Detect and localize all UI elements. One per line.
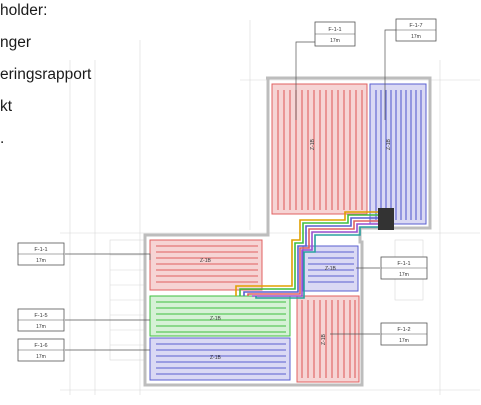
tag-3-length: 17m <box>36 258 46 264</box>
tag-7-length: 17m <box>399 338 409 344</box>
tag-1: F-1-1 17m <box>314 21 356 47</box>
tag-6-length: 17m <box>399 272 409 278</box>
tags: F-1-1 17m F-1-7 17m F-1-1 17m F-1-5 17m … <box>17 18 437 362</box>
tag-4: F-1-5 17m <box>17 308 65 332</box>
tag-5: F-1-6 17m <box>17 338 65 362</box>
zone-bottom-blue <box>149 337 291 381</box>
tag-4-length: 17m <box>36 324 46 330</box>
zone-labels: Z-1B Z-1B Z-1B Z-1B Z-1B Z-1B Z-1B <box>200 139 392 362</box>
zone-right-blue <box>302 245 359 292</box>
pipe-lines <box>156 90 422 378</box>
zone-label-2: Z-1B <box>386 139 392 151</box>
leader-lines <box>65 29 396 351</box>
text-line-5: . <box>0 130 5 147</box>
tag-3-name: F-1-1 <box>34 247 47 253</box>
text-line-2: nger <box>0 34 32 51</box>
text-line-3: eringsrapport <box>0 66 92 83</box>
background-grid <box>60 20 480 395</box>
text-line-1: holder: <box>0 2 48 19</box>
zone-label-5: Z-1B <box>210 316 222 322</box>
zone-left-green <box>149 295 291 337</box>
room-walls <box>143 76 432 387</box>
tag-2: F-1-7 17m <box>395 18 437 42</box>
tag-7-name: F-1-2 <box>397 327 410 333</box>
zone-label-7: Z-1B <box>321 334 327 346</box>
text-line-4: kt <box>0 98 13 115</box>
supply-bundle <box>235 211 380 299</box>
tag-7: F-1-2 17m <box>380 322 428 346</box>
zone-label-6: Z-1B <box>210 355 222 361</box>
manifold <box>378 208 394 230</box>
zone-top-blue <box>369 83 427 225</box>
tag-6-name: F-1-1 <box>397 261 410 267</box>
tag-1-name: F-1-1 <box>328 27 341 33</box>
zone-label-3: Z-1B <box>200 258 212 264</box>
tag-1-length: 17m <box>330 38 340 44</box>
tag-4-name: F-1-5 <box>34 313 47 319</box>
zone-label-4: Z-1B <box>325 266 337 272</box>
tag-6: F-1-1 17m <box>380 256 428 280</box>
tag-2-length: 17m <box>411 34 421 40</box>
tag-5-name: F-1-6 <box>34 343 47 349</box>
zone-right-red <box>296 295 360 383</box>
tag-5-length: 17m <box>36 354 46 360</box>
tag-3: F-1-1 17m <box>17 242 65 266</box>
zone-label-1: Z-1B <box>310 139 316 151</box>
tag-2-name: F-1-7 <box>409 23 422 29</box>
